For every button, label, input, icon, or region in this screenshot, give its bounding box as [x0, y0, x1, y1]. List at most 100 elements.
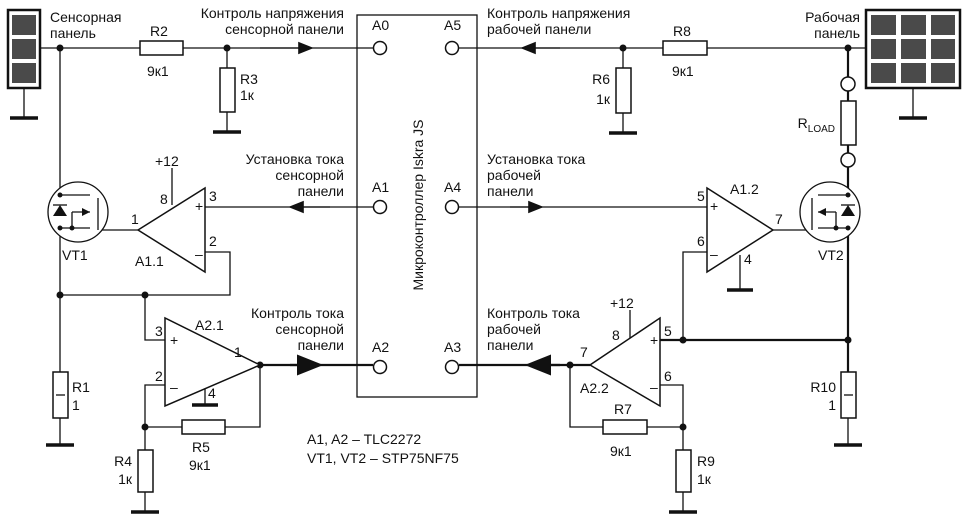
- svg-text:сенсорной: сенсорной: [275, 321, 344, 337]
- svg-text:рабочей: рабочей: [487, 167, 541, 183]
- resistor-r5: [181, 419, 226, 435]
- resistors: [52, 40, 857, 493]
- svg-text:1: 1: [828, 397, 836, 413]
- svg-text:+: +: [650, 332, 658, 348]
- svg-text:8: 8: [160, 191, 168, 207]
- pin-a2: A2: [372, 339, 389, 355]
- pin-a1: A1: [372, 179, 389, 195]
- svg-text:A2.1: A2.1: [195, 317, 224, 333]
- working-solar-panel: [864, 8, 962, 120]
- svg-text:5: 5: [697, 188, 705, 204]
- svg-text:R10: R10: [810, 379, 836, 395]
- svg-text:9к1: 9к1: [147, 63, 169, 79]
- svg-text:1к: 1к: [240, 87, 255, 103]
- svg-text:R3: R3: [240, 71, 258, 87]
- resistor-r7: [602, 419, 648, 435]
- svg-text:+12: +12: [155, 153, 179, 169]
- svg-text:R5: R5: [192, 439, 210, 455]
- opamp-a1-2: + – 5 6 7 4 A1.2: [697, 181, 783, 274]
- svg-text:1к: 1к: [118, 471, 133, 487]
- svg-text:7: 7: [580, 344, 588, 360]
- svg-text:7: 7: [775, 211, 783, 227]
- svg-text:5: 5: [664, 323, 672, 339]
- svg-text:6: 6: [664, 368, 672, 384]
- resistor-r8: [662, 40, 708, 56]
- svg-text:3: 3: [155, 323, 163, 339]
- svg-text:R7: R7: [614, 401, 632, 417]
- sensor-panel-label: Сенсорная: [50, 9, 121, 25]
- svg-text:4: 4: [208, 385, 216, 401]
- note-opamps: A1, A2 – TLC2272: [307, 431, 421, 447]
- svg-text:1к: 1к: [697, 471, 712, 487]
- svg-text:A1.1: A1.1: [135, 253, 164, 269]
- svg-text:Контроль тока: Контроль тока: [487, 305, 580, 321]
- resistor-r3: [219, 67, 236, 113]
- svg-text:–: –: [195, 246, 203, 262]
- svg-text:–: –: [170, 379, 178, 395]
- svg-text:R2: R2: [150, 23, 168, 39]
- svg-text:8: 8: [612, 327, 620, 343]
- svg-text:VT2: VT2: [818, 247, 844, 263]
- pin-a4: A4: [444, 179, 461, 195]
- resistor-r4: [137, 449, 154, 493]
- signal-labels: Контроль напряжения сенсорной панели Кон…: [201, 5, 631, 353]
- svg-text:+: +: [195, 198, 203, 214]
- svg-text:1: 1: [72, 397, 80, 413]
- svg-text:Установка тока: Установка тока: [246, 151, 345, 167]
- resistor-r6: [615, 67, 632, 114]
- svg-text:9к1: 9к1: [610, 443, 632, 459]
- svg-text:панели: панели: [298, 337, 344, 353]
- sensor-solar-panel: [6, 8, 42, 120]
- svg-text:сенсорной: сенсорной: [275, 167, 344, 183]
- svg-text:R6: R6: [592, 71, 610, 87]
- note-transistors: VT1, VT2 – STP75NF75: [307, 450, 459, 466]
- svg-text:2: 2: [155, 368, 163, 384]
- svg-text:панели: панели: [298, 183, 344, 199]
- resistor-r9: [675, 449, 692, 493]
- mosfet-vt2: VT2: [799, 181, 861, 263]
- pin-a5: A5: [444, 17, 461, 33]
- svg-text:панели: панели: [487, 183, 533, 199]
- junction-dots: [56, 44, 852, 431]
- svg-text:+12: +12: [610, 295, 634, 311]
- svg-text:9к1: 9к1: [672, 63, 694, 79]
- svg-text:+: +: [710, 198, 718, 214]
- mcu-label: Микроконтроллер Iskra JS: [410, 119, 426, 290]
- svg-text:1к: 1к: [596, 91, 611, 107]
- svg-text:1: 1: [234, 344, 242, 360]
- pin-a0: A0: [372, 17, 389, 33]
- working-panel-label: Рабочая: [805, 9, 860, 25]
- svg-text:Контроль тока: Контроль тока: [251, 305, 344, 321]
- svg-text:сенсорной панели: сенсорной панели: [225, 21, 344, 37]
- svg-text:рабочей панели: рабочей панели: [487, 21, 591, 37]
- svg-text:2: 2: [209, 233, 217, 249]
- svg-text:RLOAD: RLOAD: [798, 115, 835, 135]
- svg-text:–: –: [710, 246, 718, 262]
- svg-text:1: 1: [131, 211, 139, 227]
- svg-text:A1.2: A1.2: [730, 181, 759, 197]
- opamp-a1-1: + – +12 8 3 2 1 A1.1: [131, 153, 217, 274]
- mosfet-vt1: VT1: [47, 181, 109, 263]
- svg-text:–: –: [650, 379, 658, 395]
- svg-text:R1: R1: [72, 379, 90, 395]
- svg-text:R9: R9: [697, 453, 715, 469]
- svg-text:Контроль напряжения: Контроль напряжения: [201, 5, 344, 21]
- opamp-a2-1: + – 3 2 1 4 A2.1: [155, 316, 262, 408]
- svg-text:R4: R4: [114, 453, 132, 469]
- svg-text:рабочей: рабочей: [487, 321, 541, 337]
- pin-circles: [372, 40, 856, 375]
- svg-text:3: 3: [209, 188, 217, 204]
- svg-text:панели: панели: [487, 337, 533, 353]
- svg-text:+: +: [170, 332, 178, 348]
- svg-text:Контроль напряжения: Контроль напряжения: [487, 5, 630, 21]
- svg-text:6: 6: [697, 233, 705, 249]
- svg-text:Установка тока: Установка тока: [487, 151, 586, 167]
- pin-a3: A3: [444, 339, 461, 355]
- svg-text:A2.2: A2.2: [580, 380, 609, 396]
- svg-text:R8: R8: [673, 23, 691, 39]
- working-panel-label-2: панель: [814, 25, 860, 41]
- opamp-a2-2: + – +12 8 5 6 7 A2.2: [580, 295, 672, 408]
- svg-text:4: 4: [744, 251, 752, 267]
